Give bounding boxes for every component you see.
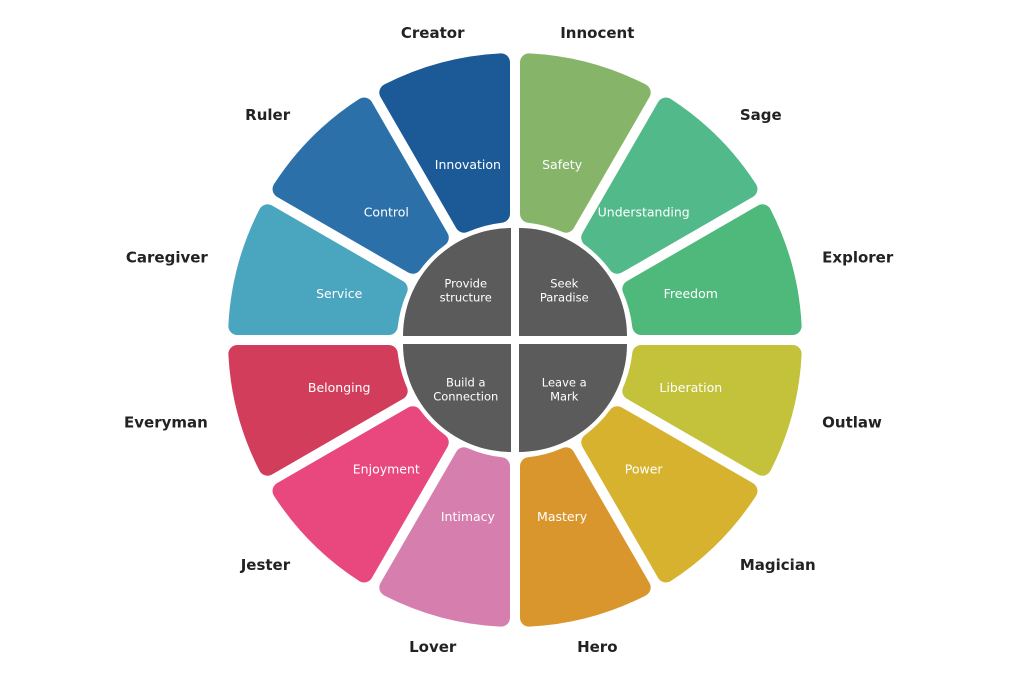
archetype-name-label: Outlaw [822,413,882,431]
archetype-petal [581,97,758,274]
archetype-petal [520,53,651,233]
archetype-creator: Innovation Creator [379,24,510,233]
archetype-innocent: Safety Innocent [520,24,651,233]
archetype-name-label: Everyman [124,413,208,431]
archetype-petal [622,345,802,476]
archetype-value-label: Understanding [598,204,690,219]
archetype-name-label: Explorer [822,249,894,267]
archetype-petal [272,97,449,274]
archetype-petal [520,447,651,627]
archetype-petal [228,204,408,335]
archetype-value-label: Innovation [435,157,501,172]
archetype-value-label: Belonging [308,380,371,395]
archetype-petal [272,406,449,583]
archetype-value-label: Freedom [664,286,718,301]
archetype-name-label: Creator [401,24,465,42]
archetype-petal [622,204,802,335]
archetype-value-label: Intimacy [441,509,496,524]
archetype-value-label: Enjoyment [353,462,420,477]
quadrant-shape [403,344,511,452]
archetype-name-label: Jester [240,556,291,574]
archetype-name-label: Caregiver [126,249,209,267]
archetype-value-label: Control [364,204,409,219]
archetype-ruler: Control Ruler [245,97,449,274]
archetype-petal [581,406,758,583]
archetype-petal [379,53,510,233]
archetype-name-label: Lover [409,638,457,656]
quadrant-shape [403,228,511,336]
quadrant-shape [519,344,627,452]
archetype-value-label: Mastery [537,509,588,524]
quadrant-shape [519,228,627,336]
archetype-value-label: Power [625,462,664,477]
archetype-petal [379,447,510,627]
archetype-name-label: Magician [740,556,816,574]
archetype-petal [228,345,408,476]
archetype-value-label: Liberation [659,380,722,395]
archetype-name-label: Sage [740,106,782,124]
archetype-name-label: Ruler [245,106,291,124]
archetype-sage: Understanding Sage [581,97,782,274]
archetype-value-label: Service [316,286,363,301]
archetype-explorer: Freedom Explorer [622,204,894,335]
archetype-name-label: Hero [577,638,617,656]
archetype-name-label: Innocent [560,24,634,42]
archetype-value-label: Safety [542,157,583,172]
archetype-caregiver: Service Caregiver [126,204,408,335]
